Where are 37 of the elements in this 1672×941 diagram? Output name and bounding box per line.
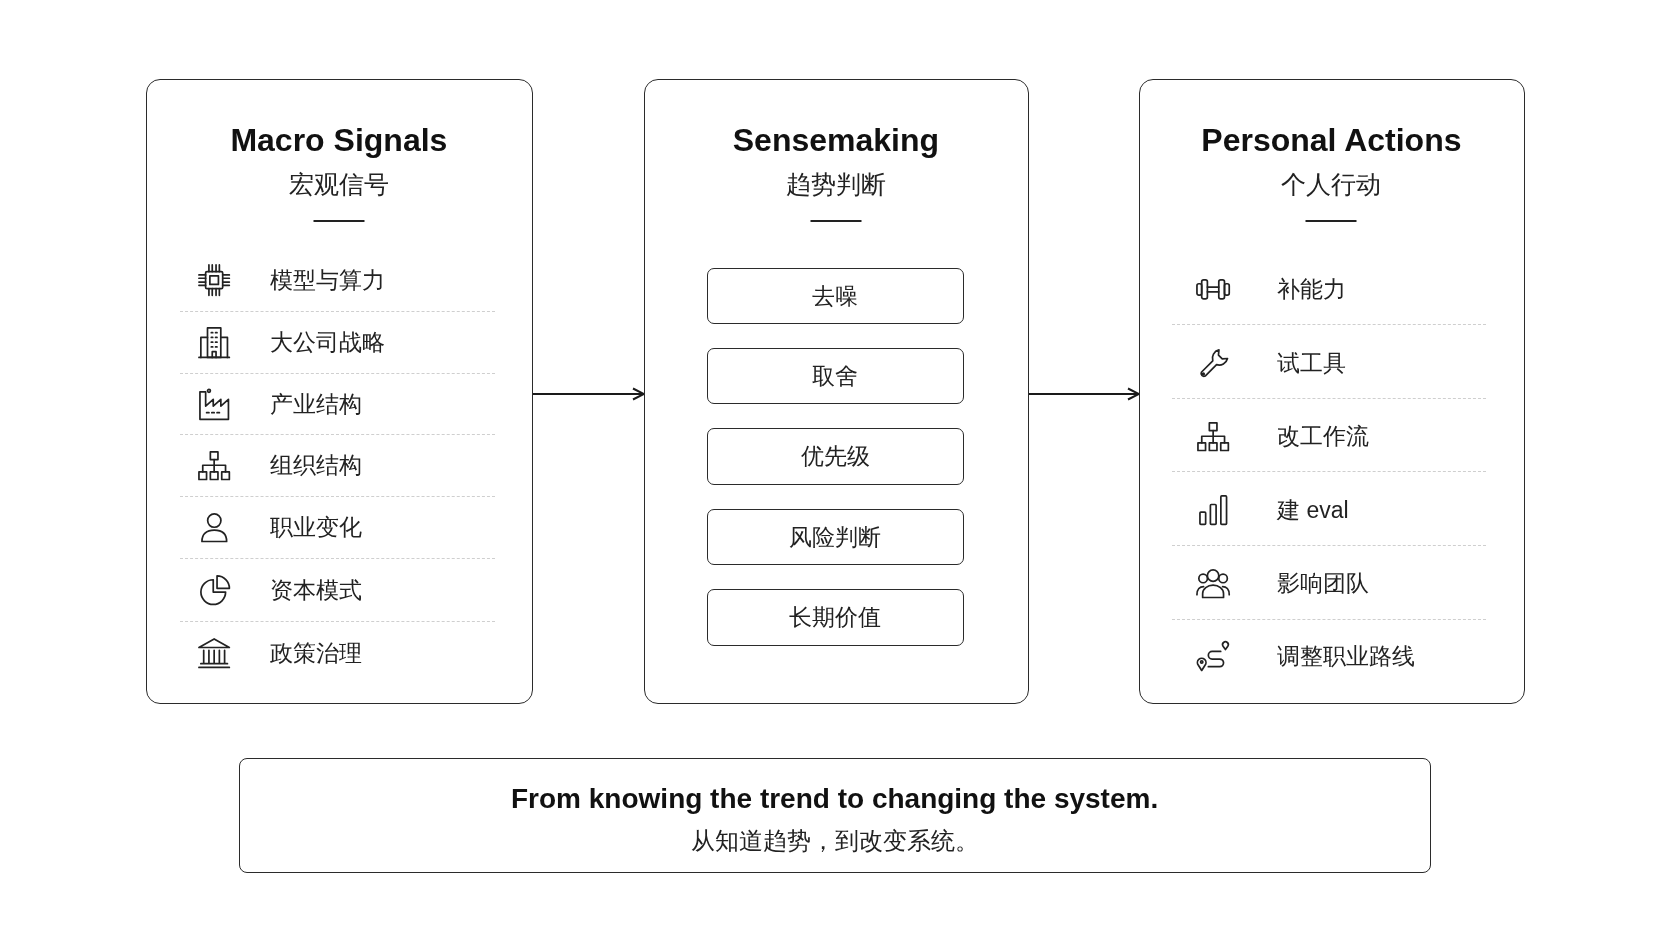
panel-card	[146, 79, 533, 704]
summary-banner	[239, 758, 1431, 873]
step-box	[707, 428, 965, 486]
step-label: 风险判断	[789, 523, 882, 551]
panel-card	[644, 79, 1029, 704]
step-label: 优先级	[801, 442, 870, 471]
list-item-label: 模型与算力	[270, 266, 385, 295]
arrow	[1028, 387, 1140, 401]
list-item-label: 调整职业路线	[1277, 642, 1415, 671]
banner-headline: From knowing the trend to changing the system.	[511, 781, 1159, 816]
list-item-label: 试工具	[1277, 349, 1346, 378]
step-label: 长期价值	[789, 603, 882, 632]
list-item-label: 改工作流	[1277, 422, 1369, 451]
panel-title: Sensemaking	[732, 121, 940, 160]
step-box	[707, 509, 965, 566]
panel-title: Macro Signals	[230, 121, 448, 160]
step-box	[707, 589, 965, 647]
step-label: 去噪	[812, 282, 859, 310]
list-item-label: 政策治理	[270, 639, 362, 668]
panel-subtitle: 个人行动	[1281, 169, 1382, 200]
panel-subtitle: 宏观信号	[288, 169, 389, 200]
banner-subtitle: 从知道趋势，到改变系统。	[690, 825, 979, 856]
list-item-label: 产业结构	[270, 390, 362, 419]
list-item-label: 职业变化	[270, 513, 362, 542]
list-item-label: 影响团队	[1277, 569, 1369, 598]
panel-subtitle: 趋势判断	[785, 169, 886, 200]
step-label: 取舍	[812, 362, 859, 390]
step-box	[707, 268, 965, 325]
list-item-label: 资本模式	[270, 576, 362, 605]
list-item-label: 补能力	[1277, 275, 1346, 304]
panel-card	[1139, 79, 1525, 704]
panel-title: Personal Actions	[1201, 121, 1462, 160]
list-item-label: 建 eval	[1277, 496, 1349, 525]
arrow	[532, 387, 645, 401]
list-item-label: 大公司战略	[270, 328, 385, 357]
list-item-label: 组织结构	[270, 451, 362, 480]
step-box	[707, 348, 965, 405]
